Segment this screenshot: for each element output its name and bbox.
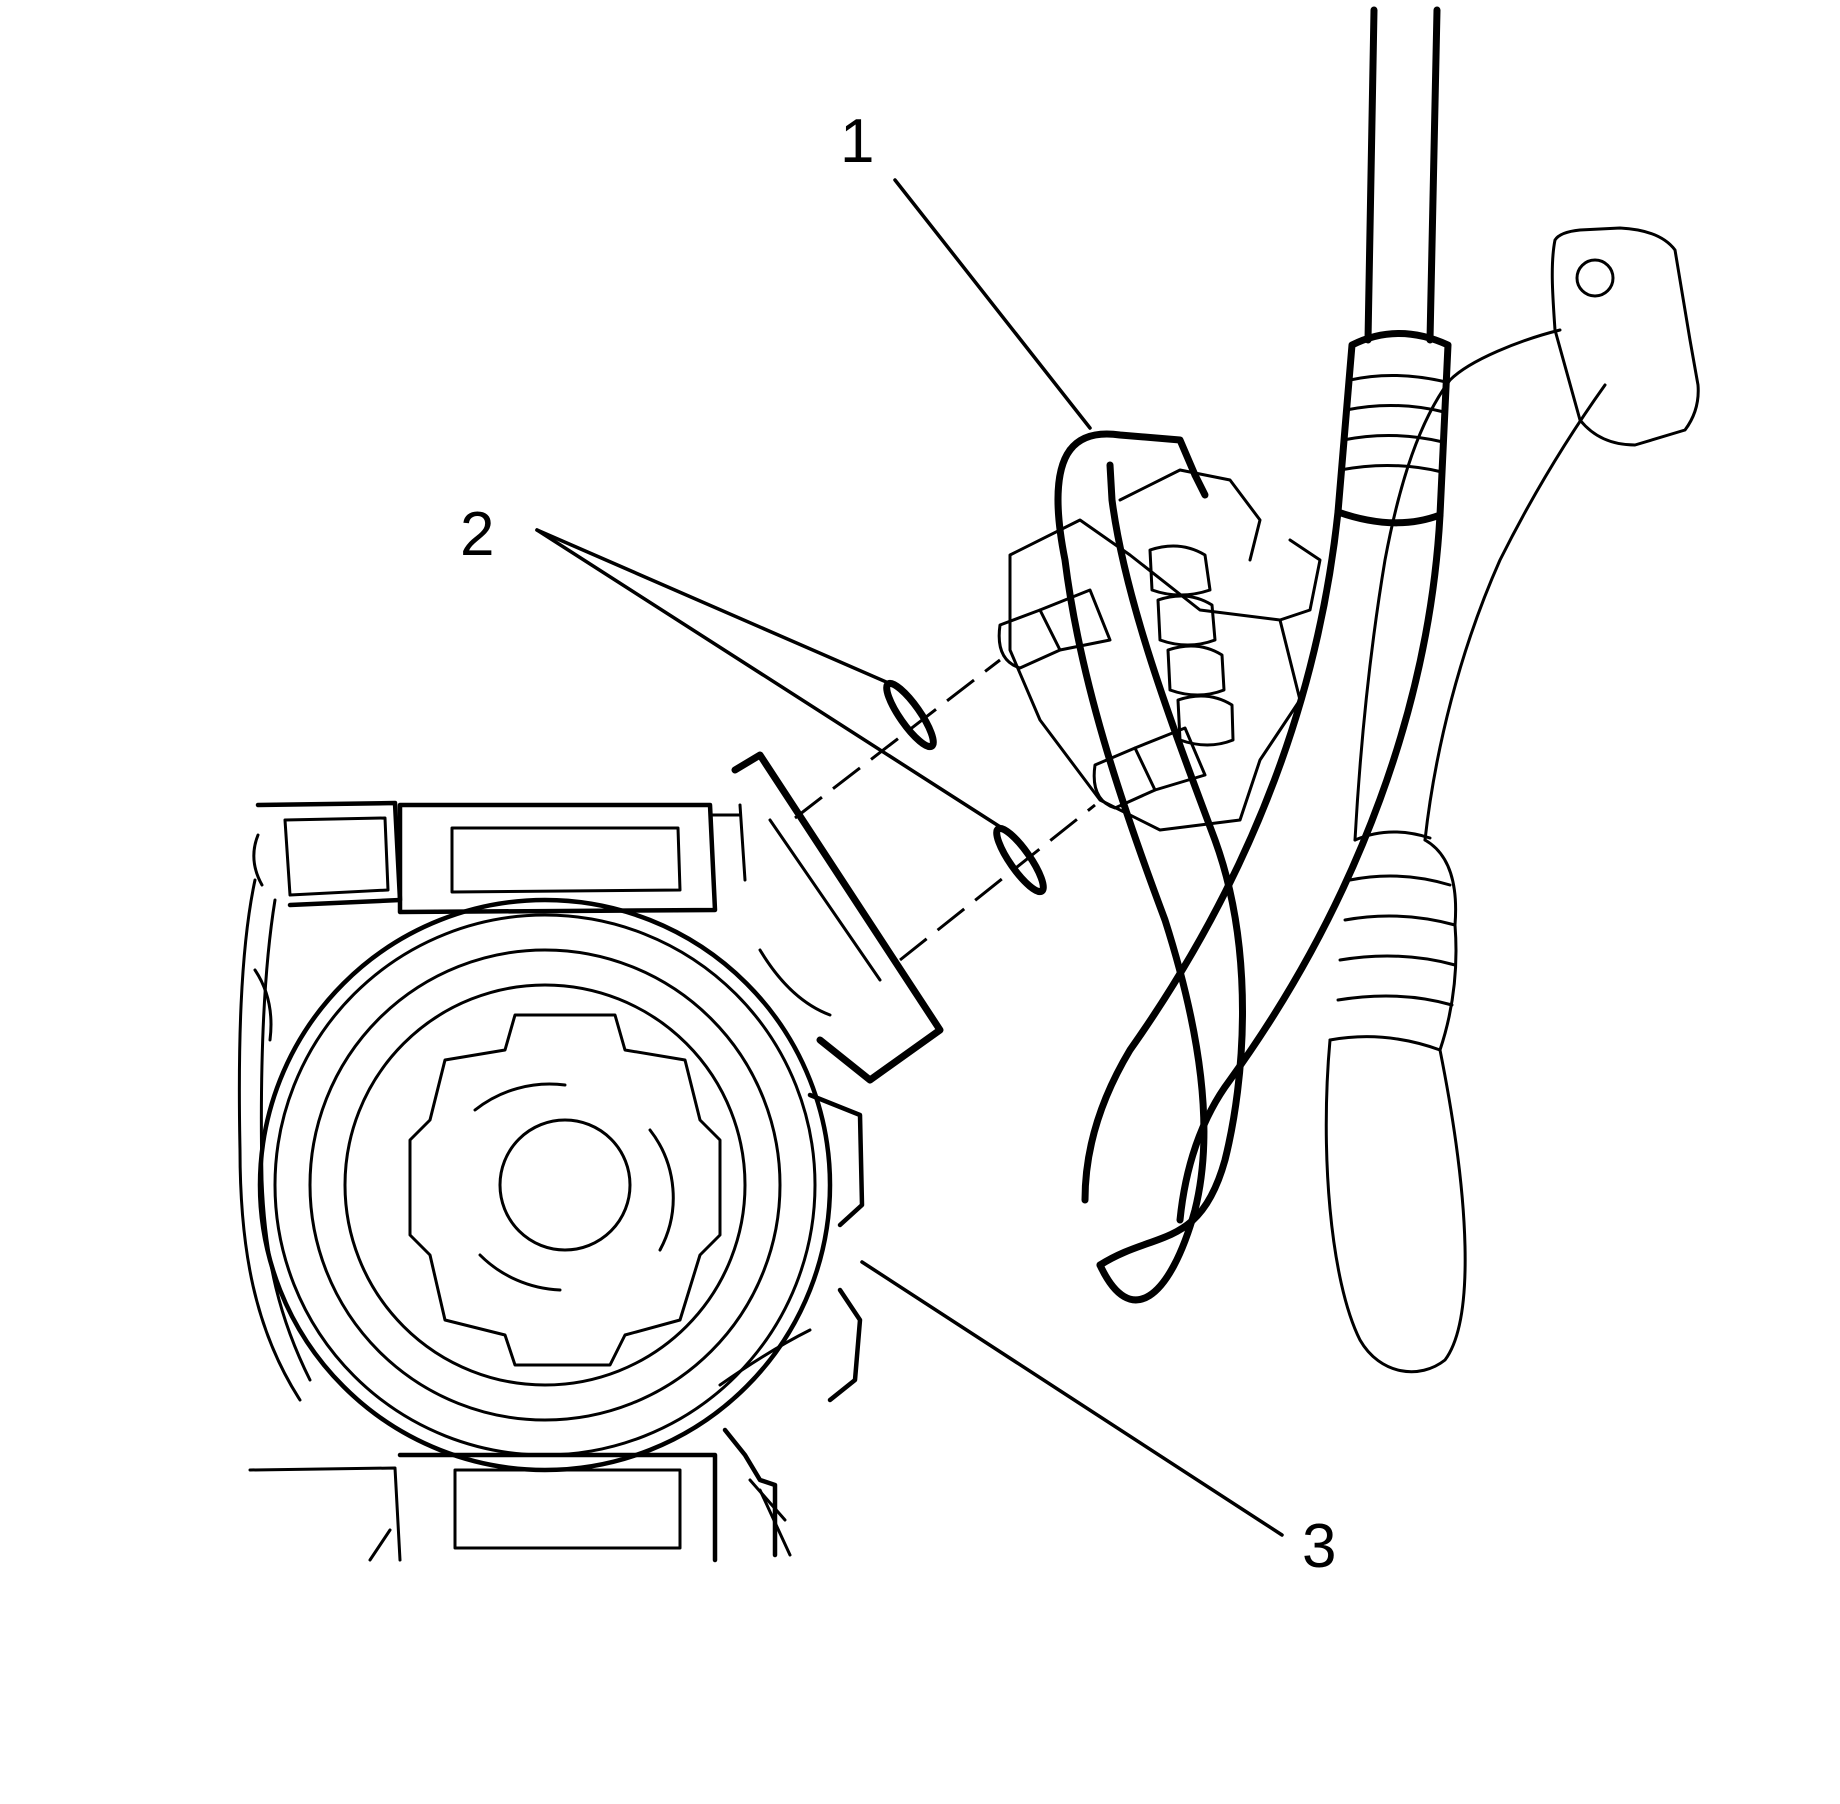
leader-line-2b [535, 528, 1007, 832]
callout-3: 3 [1302, 1512, 1336, 1581]
o-ring-lower [993, 824, 1047, 896]
alignment-lines [794, 658, 1096, 962]
leader-line-2a [535, 528, 902, 690]
leader-line-3 [860, 1260, 1284, 1537]
hose-assembly-u-bend [1054, 430, 1246, 1304]
callout-2: 2 [460, 500, 494, 569]
callout-1: 1 [840, 107, 874, 176]
o-ring-seals [883, 679, 1047, 896]
hose-fitting-block [997, 468, 1322, 832]
upper-refrigerant-line [1081, 6, 1452, 1224]
rear-hose-with-bracket [1324, 226, 1700, 1374]
leader-lines [535, 178, 1284, 1537]
ac-compressor [237, 751, 944, 1563]
leader-line-1 [893, 178, 1092, 430]
